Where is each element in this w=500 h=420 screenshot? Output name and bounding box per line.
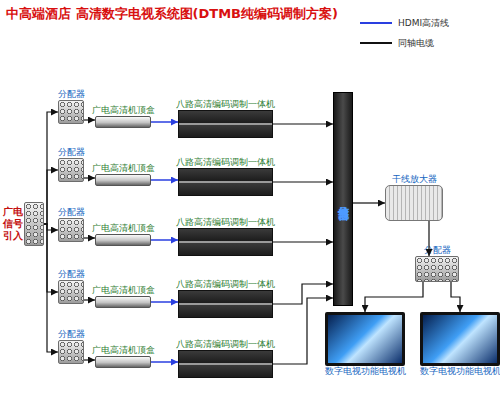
trunk-amplifier: 干线放大器 <box>385 185 443 221</box>
splitter-box: 分配器 <box>58 158 84 182</box>
legend-line-sample <box>360 42 392 44</box>
coax-cable <box>273 181 333 182</box>
hdmi-cable <box>151 121 178 123</box>
legend-row: 同轴电缆 <box>360 36 434 50</box>
coax-cable <box>84 359 95 360</box>
node-label: 分配器 <box>58 329 85 340</box>
node-label: 分配器 <box>58 269 85 280</box>
node-label: 八路高清编码调制一体机 <box>176 99 275 110</box>
set-top-box: 广电高清机顶盒 <box>95 234 151 246</box>
television: 数字电视功能电视机 <box>325 312 405 366</box>
hdmi-cable <box>151 361 178 363</box>
node-label: 干线放大器 <box>392 174 437 185</box>
node-label: 分配器 <box>424 245 451 256</box>
hdmi-cable <box>151 179 178 181</box>
encoder-modulator: 八路高清编码调制一体机 <box>178 350 273 378</box>
node-label: 数字电视功能电视机 <box>325 366 406 377</box>
node-label: 八路高清编码调制一体机 <box>176 157 275 168</box>
node-label: 八路高清编码调制一体机 <box>176 339 275 350</box>
television: 数字电视功能电视机 <box>420 312 500 366</box>
node-label: 分配器 <box>58 147 85 158</box>
coax-cable <box>273 241 333 242</box>
legend-text: HDMI高清线 <box>398 17 449 30</box>
coax-cable <box>84 177 95 178</box>
node-label: 广电信号引入 <box>3 206 23 242</box>
splitter-box: 分配器 <box>58 100 84 124</box>
coax-cable <box>273 284 333 304</box>
coax-cable <box>84 299 95 300</box>
splitter-box: 分配器 <box>58 280 84 304</box>
coax-cable <box>44 224 58 230</box>
coax-cable <box>353 202 385 203</box>
coax-cable <box>44 112 58 224</box>
coax-cable <box>84 119 95 120</box>
signal-mixer: 信号混合器 <box>333 92 353 306</box>
node-label: 广电高清机顶盒 <box>92 163 155 174</box>
set-top-box: 广电高清机顶盒 <box>95 116 151 128</box>
coax-cable <box>44 224 58 352</box>
encoder-modulator: 八路高清编码调制一体机 <box>178 290 273 318</box>
coax-cable <box>451 282 460 312</box>
set-top-box: 广电高清机顶盒 <box>95 296 151 308</box>
encoder-modulator: 八路高清编码调制一体机 <box>178 110 273 138</box>
node-label: 广电高清机顶盒 <box>92 285 155 296</box>
node-label: 广电高清机顶盒 <box>92 345 155 356</box>
set-top-box: 广电高清机顶盒 <box>95 356 151 368</box>
splitter-box: 分配器 <box>58 340 84 364</box>
node-label: 广电高清机顶盒 <box>92 223 155 234</box>
node-label: 八路高清编码调制一体机 <box>176 217 275 228</box>
coax-cable <box>365 282 423 312</box>
node-label: 八路高清编码调制一体机 <box>176 279 275 290</box>
coax-cable <box>273 298 333 364</box>
coax-cable <box>84 237 95 238</box>
main-splitter: 广电信号引入 <box>24 202 44 246</box>
legend-text: 同轴电缆 <box>398 37 434 50</box>
node-label: 分配器 <box>58 89 85 100</box>
node-label: 数字电视功能电视机 <box>420 366 500 377</box>
legend-row: HDMI高清线 <box>360 16 449 30</box>
legend-line-sample <box>360 22 392 24</box>
splitter-box: 分配器 <box>58 218 84 242</box>
node-label: 分配器 <box>58 207 85 218</box>
coax-cable <box>273 123 333 124</box>
node-label: 广电高清机顶盒 <box>92 105 155 116</box>
encoder-modulator: 八路高清编码调制一体机 <box>178 168 273 196</box>
splitter-box: 分配器 <box>415 256 459 282</box>
node-label: 信号混合器 <box>338 197 349 202</box>
coax-cable <box>44 224 58 292</box>
coax-cable <box>44 170 58 224</box>
hdmi-cable <box>151 301 178 303</box>
encoder-modulator: 八路高清编码调制一体机 <box>178 228 273 256</box>
set-top-box: 广电高清机顶盒 <box>95 174 151 186</box>
diagram-title: 中高端酒店 高清数字电视系统图(DTMB纯编码调制方案) <box>6 5 338 23</box>
hdmi-cable <box>151 239 178 241</box>
